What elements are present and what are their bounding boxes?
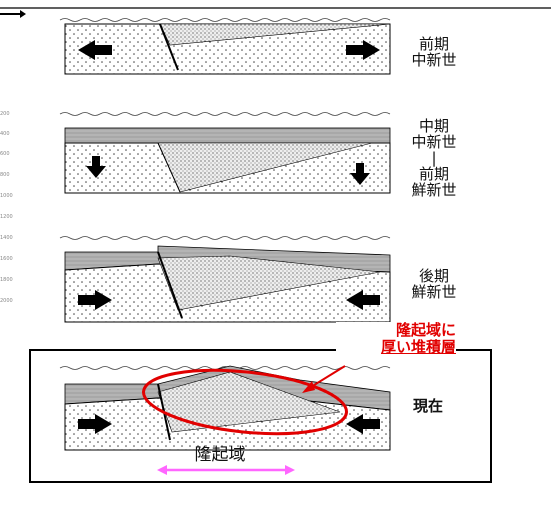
axis-tick: 1600 [0,256,13,262]
stage-3-label: 後期 鮮新世 [411,267,457,301]
top-left-arrow-icon [0,10,26,18]
strata-layer-2 [64,127,391,144]
left-arrow-right-icon-4 [346,414,380,434]
left-arrow-icon [78,40,112,60]
callout-text: 隆起域に 厚い堆積層 [336,322,456,356]
right-arrow-icon [346,40,380,60]
stage-2-label: 中期 中新世 | 前期 鮮新世 [411,117,457,199]
fault-2 [157,142,181,193]
stage-1-section [59,18,391,75]
right-arrow-left-icon [78,290,112,310]
right-arrow-left-icon-4 [78,414,112,434]
wavy-surface-3 [59,236,391,240]
wavy-surface-1 [59,18,391,22]
stage-4-section [59,365,391,475]
callout-line-1: 隆起域に [395,321,456,339]
stage-4-label: 現在 [412,397,443,415]
down-arrow-left-icon [86,156,106,178]
basin-fill-3 [157,255,381,311]
axis-tick: 800 [0,172,10,178]
axis-tick: 600 [0,151,10,157]
axis-tick: 1800 [0,277,13,283]
axis-tick: 400 [0,131,10,137]
axis-tick: 1000 [0,193,13,199]
callout-line-2: 厚い堆積層 [380,338,456,356]
uplift-highlight-ellipse [142,368,348,436]
axis-tick: 1200 [0,214,13,220]
axis-tick: 200 [0,111,10,117]
axis-tick: 2000 [0,298,13,304]
callout-arrowhead-icon [302,381,315,393]
wavy-surface-4 [59,366,391,370]
stage-2-section [59,112,391,194]
stage-1-label: 前期 中新世 [411,35,457,69]
fault-1 [159,23,179,71]
wavy-surface-2 [59,112,391,116]
axis-tick: 1400 [0,235,13,241]
stage-3-section [59,236,391,323]
left-arrow-right-icon [346,290,380,310]
uplift-label: 隆起域 [194,445,246,465]
basin-fill-4 [157,371,341,433]
down-arrow-right-icon [350,163,370,185]
fault-3 [157,251,183,319]
present-frame [29,349,492,483]
